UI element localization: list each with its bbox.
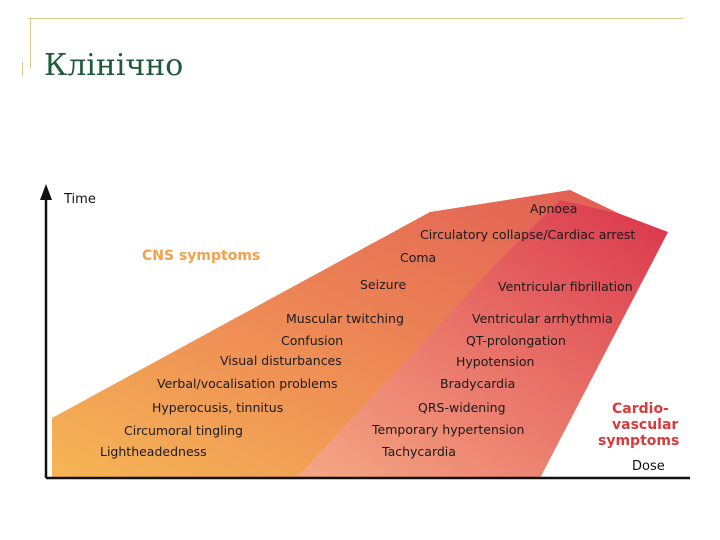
symptom-label: Verbal/vocalisation problems (157, 376, 338, 391)
symptom-label: Muscular twitching (286, 311, 404, 326)
symptom-label: Circulatory collapse/Cardiac arrest (420, 227, 635, 242)
slide-title: Клінічно (44, 48, 184, 83)
symptom-label: QRS-widening (418, 400, 506, 415)
x-axis-label: Dose (632, 459, 665, 474)
symptom-label: Coma (400, 250, 436, 265)
symptom-label: Lightheadedness (100, 444, 207, 459)
symptom-label: Ventricular arrhythmia (472, 311, 613, 326)
cardiovascular-area (296, 200, 668, 478)
symptom-label: Bradycardia (440, 376, 515, 391)
symptom-label: Visual disturbances (220, 353, 342, 368)
symptom-label: Apnoea (530, 201, 577, 216)
frame-corner (22, 62, 37, 76)
symptom-label: Confusion (281, 333, 343, 348)
symptom-label: Circumoral tingling (124, 423, 243, 438)
frame-top-line (28, 18, 683, 19)
symptom-label: Hypotension (456, 354, 534, 369)
y-axis-label: Time (63, 192, 96, 207)
symptom-label: Tachycardia (381, 444, 456, 459)
cns-heading: CNS symptoms (142, 248, 260, 264)
symptom-label: Ventricular fibrillation (498, 279, 633, 294)
frame-left-line (30, 18, 31, 68)
y-axis-arrow (40, 184, 52, 200)
symptom-label: Temporary hypertension (371, 422, 524, 437)
symptom-label: Seizure (360, 277, 406, 292)
symptom-label: Hyperocusis, tinnitus (152, 400, 283, 415)
symptom-label: QT-prolongation (466, 333, 566, 348)
cardio-heading: Cardio- vascular symptoms (598, 401, 683, 449)
